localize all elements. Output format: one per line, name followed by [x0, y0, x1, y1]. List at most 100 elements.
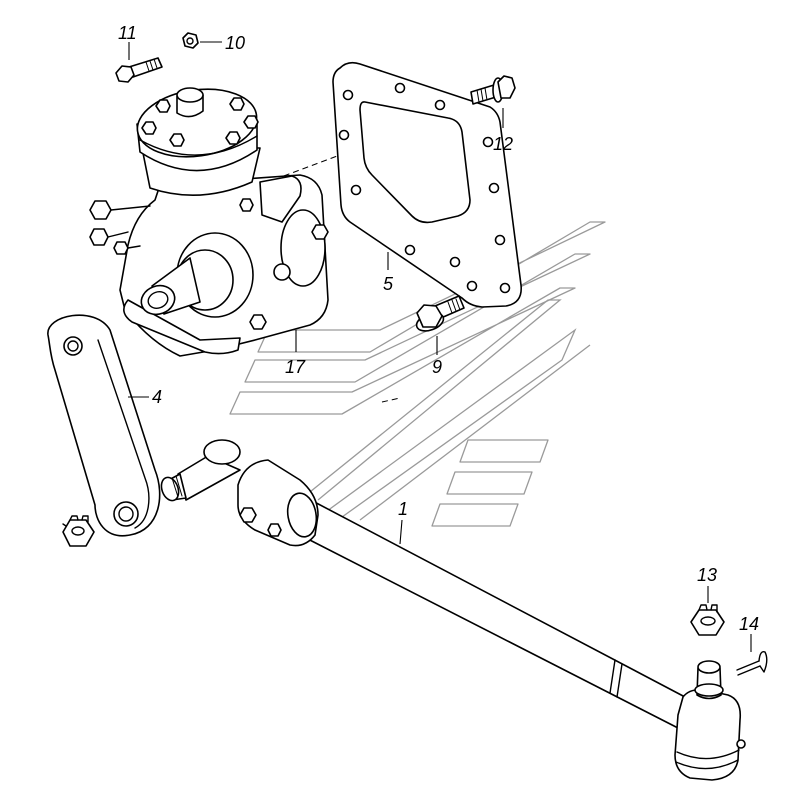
fitting-line	[107, 205, 151, 249]
nut-hex	[182, 32, 199, 49]
ball-stud-end	[160, 476, 180, 502]
tie-rod-end-stud-top	[697, 660, 721, 674]
fitting-hex	[89, 228, 109, 246]
cover-bolt-head	[141, 121, 157, 135]
callout-5: 5	[383, 274, 394, 294]
ball-stud-thread-lines	[171, 475, 183, 498]
gasket	[332, 61, 523, 308]
gasket-hole	[434, 99, 446, 111]
tie-rod-tube	[299, 496, 686, 729]
gasket-hole	[338, 129, 350, 141]
fitting-hex	[89, 200, 112, 220]
callout-14: 14	[739, 614, 759, 634]
castle-nut-13	[690, 604, 725, 636]
steering-gear	[89, 87, 329, 357]
tie-rod	[160, 439, 686, 729]
gasket-hole	[342, 89, 354, 101]
castle-nut-slots	[698, 604, 718, 613]
castle-nut-hex	[690, 609, 725, 636]
callout-12: 12	[493, 134, 513, 154]
watermark-chevron	[311, 328, 577, 523]
leader-lines	[128, 41, 752, 652]
tie-rod-clamp-bolt	[239, 507, 257, 523]
castle-nut-slots	[62, 515, 89, 527]
tie-rod-end	[674, 660, 746, 781]
cotter-pin-legs	[736, 660, 761, 676]
watermark-logo	[229, 221, 606, 527]
pitman-arm	[47, 314, 161, 537]
nut-10	[182, 32, 199, 49]
watermark-stripe	[459, 439, 549, 463]
callout-labels: 11 10 12 5 9 17 4 1 13 14	[118, 23, 759, 634]
callout-9: 9	[432, 357, 442, 377]
cover-bolt-head	[225, 131, 241, 145]
gasket-hole	[499, 282, 511, 294]
gear-mount-ear	[259, 175, 302, 223]
nut-bore	[186, 37, 194, 45]
gasket-hole	[488, 182, 500, 194]
gasket-hole	[494, 234, 506, 246]
bolt-thread	[476, 87, 488, 103]
cylinder-plug	[311, 224, 329, 240]
ball-stud-taper	[177, 455, 241, 501]
tie-rod-end-ring	[675, 749, 740, 770]
callout-13: 13	[697, 565, 717, 585]
bolt-9	[415, 295, 465, 332]
pitman-arm-ball-hole-inner	[67, 340, 79, 352]
bolt-shaft	[470, 84, 497, 105]
pitman-arm-ball-hole	[63, 336, 83, 356]
watermark-stripe	[431, 503, 519, 527]
bolt-12	[470, 75, 516, 105]
tie-rod-clamp-nut	[267, 523, 282, 537]
castle-nut	[62, 515, 95, 547]
gasket-hole	[482, 136, 494, 148]
cover-bolt-head	[229, 97, 245, 111]
callout-17: 17	[285, 357, 306, 377]
assembly-line	[381, 397, 401, 403]
gasket-hole	[394, 82, 406, 94]
callout-1: 1	[398, 499, 408, 519]
bleed-bolt	[239, 198, 254, 212]
callout-10: 10	[225, 33, 245, 53]
fitting-hex	[113, 241, 129, 255]
leader-line-1	[399, 519, 403, 545]
sector-shaft-end	[140, 284, 176, 316]
pitman-arm-edge	[97, 339, 150, 529]
watermark-stripe	[229, 287, 576, 415]
tie-rod-collar	[286, 492, 318, 538]
cover-seam	[139, 135, 258, 156]
bolt-11	[115, 57, 163, 83]
gasket-window	[359, 101, 471, 224]
gasket-hole	[350, 184, 362, 196]
cover-bolt-head	[243, 115, 259, 129]
bolt-head	[416, 304, 443, 328]
castle-nut-bore	[71, 526, 85, 536]
watermark-stripe	[257, 221, 606, 353]
pitman-arm-spline-hole	[113, 501, 139, 527]
cover-bolt-head	[169, 133, 185, 147]
housing-port	[273, 263, 291, 281]
tie-rod-clamp	[609, 659, 623, 698]
ball-stud-boss	[203, 439, 241, 465]
gear-bottom-lug	[123, 299, 241, 355]
tie-rod-end-stud-ring	[694, 683, 724, 697]
castle-nut-hex	[62, 519, 95, 547]
callout-11: 11	[118, 23, 137, 43]
watermark-stripe	[244, 253, 591, 383]
gasket-hole	[404, 244, 416, 256]
housing-bolt	[249, 314, 267, 330]
bolt-thread	[447, 298, 461, 314]
sector-shaft-spline	[147, 291, 169, 309]
watermark-stripe	[446, 471, 533, 495]
callout-4: 4	[152, 387, 162, 407]
tie-rod-end-housing	[674, 688, 742, 781]
bolt-thread	[145, 58, 158, 72]
grease-fitting	[736, 739, 746, 749]
cotter-pin-loop	[758, 651, 768, 673]
castle-nut-bore	[700, 616, 716, 626]
pitman-arm-body	[47, 314, 161, 537]
cover-bolt-head	[155, 99, 171, 113]
gasket-hole	[466, 280, 478, 292]
watermark-chevron	[359, 344, 591, 521]
